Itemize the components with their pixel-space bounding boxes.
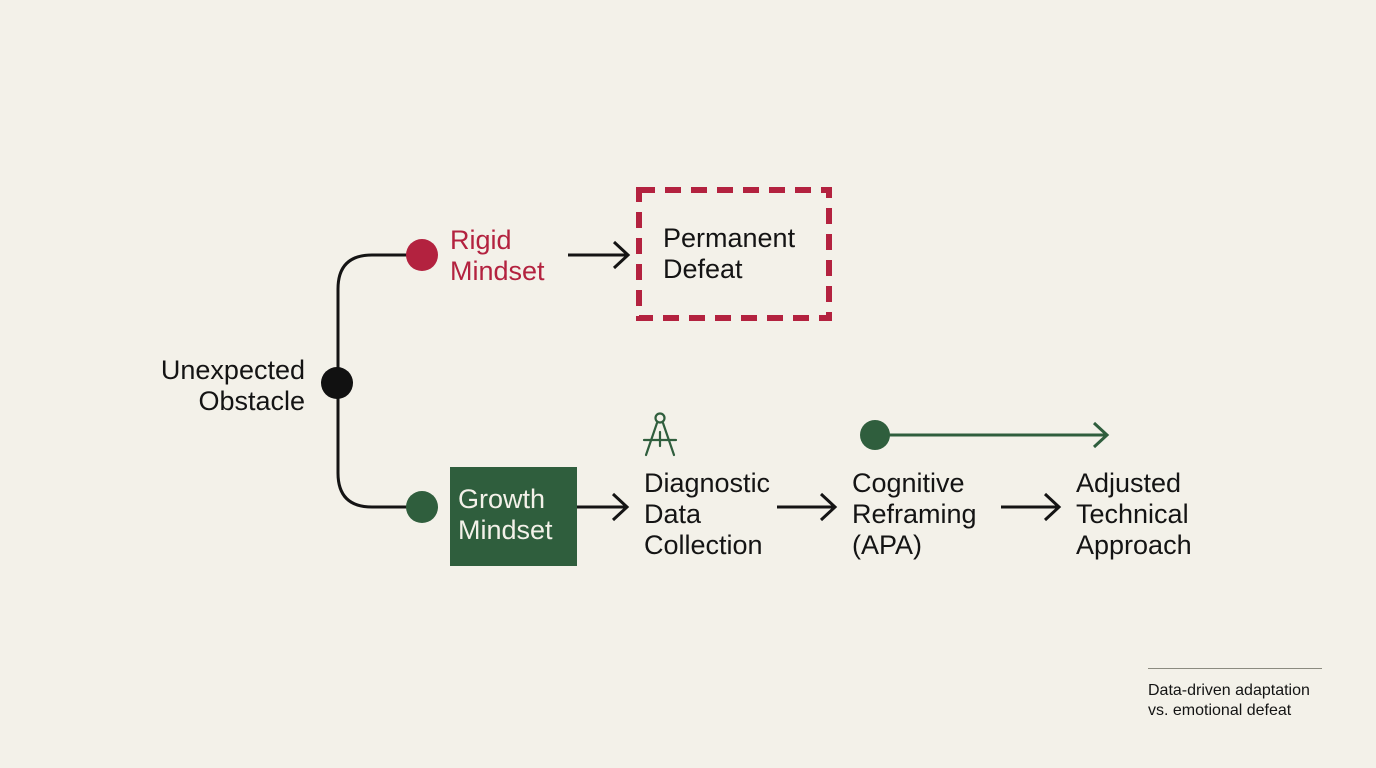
rigid-node-dot: [406, 239, 438, 271]
cognitive-reframing-label: Cognitive Reframing (APA): [852, 468, 977, 560]
footnote: Data-driven adaptation vs. emotional def…: [1148, 682, 1310, 719]
permanent-defeat-label: Permanent Defeat: [663, 223, 796, 284]
diagnostic-to-reframing-arrow: [777, 492, 838, 522]
drafting-compass-icon: [642, 412, 678, 457]
adjusted-technical-approach-label: Adjusted Technical Approach: [1076, 468, 1192, 560]
growth-mindset-box: [450, 467, 577, 566]
reframing-to-adjusted-arrow: [1001, 492, 1062, 522]
start-node-dot: [321, 367, 353, 399]
rigid-mindset-label: Rigid Mindset: [450, 225, 545, 286]
rigid-to-defeat-arrow: [568, 240, 631, 270]
growth-mindset-label: Growth Mindset: [458, 484, 553, 545]
footnote-rule: [1148, 668, 1322, 669]
progress-arrow: [860, 420, 1110, 450]
diagnostic-data-collection-label: Diagnostic Data Collection: [644, 468, 771, 560]
defeat-box: [636, 187, 832, 321]
growth-node-dot: [406, 491, 438, 523]
growth-to-diagnostic-arrow: [577, 492, 630, 522]
unexpected-obstacle-label: Unexpected Obstacle: [160, 355, 305, 416]
